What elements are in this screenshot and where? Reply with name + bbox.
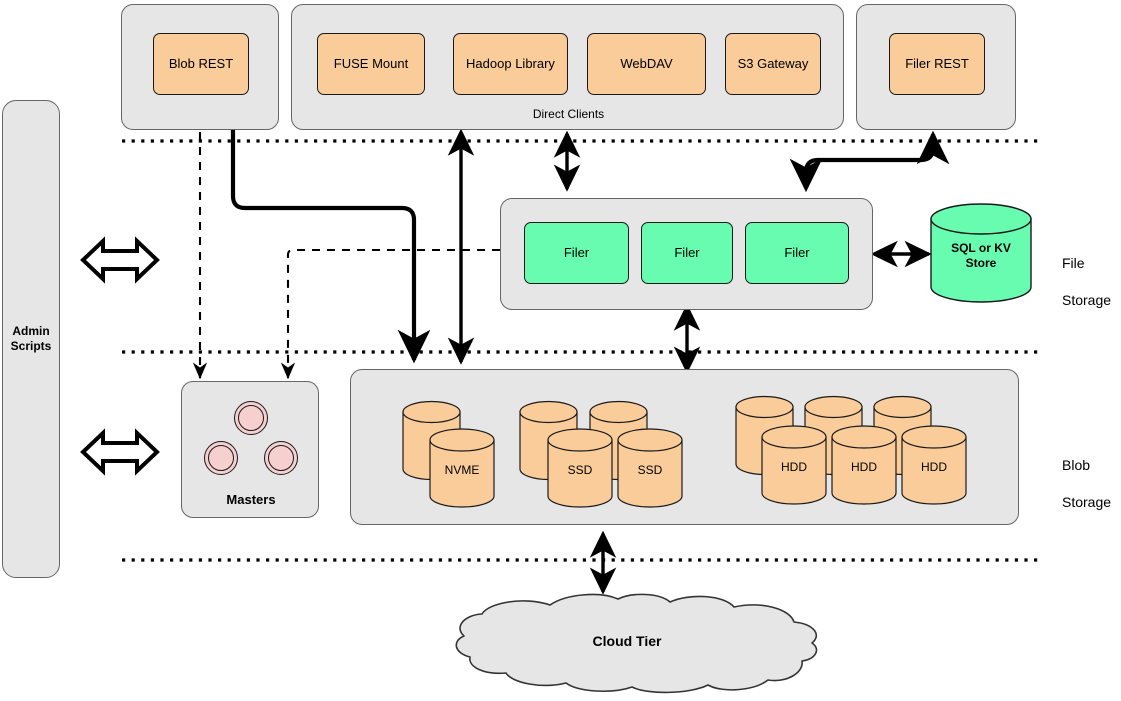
blob-rest-group: Blob REST [121,4,279,130]
admin-scripts-label: Admin Scripts [11,324,52,354]
disk-hdd-front-2[interactable]: HDD [831,425,897,505]
node-filer-2[interactable]: Filer [641,222,733,284]
node-filer-rest[interactable]: Filer REST [889,33,985,95]
node-fuse-mount-label: FUSE Mount [333,55,409,71]
node-s3-gateway-label: S3 Gateway [737,55,809,71]
direct-clients-group: FUSE Mount Hadoop Library WebDAV S3 Gate… [291,4,844,130]
node-filer-2-label: Filer [674,244,700,260]
node-hadoop-library[interactable]: Hadoop Library [453,33,568,95]
node-webdav[interactable]: WebDAV [587,33,706,95]
tier-label-file-storage-line2: Storage [1062,291,1112,308]
disk-hdd-front-3[interactable]: HDD [901,425,967,505]
filer-group: Filer Filer Filer [500,198,873,310]
node-s3-gateway[interactable]: S3 Gateway [725,33,821,95]
node-fuse-mount[interactable]: FUSE Mount [317,33,425,95]
admin-scripts-label-line2: Scripts [10,339,52,353]
node-blob-rest-label: Blob REST [168,55,234,71]
admin-to-file-storage-arrow [80,236,160,284]
disk-nvme-front[interactable]: NVME [429,428,495,508]
tier-label-file-storage-line1: File [1062,255,1085,272]
direct-clients-caption: Direct Clients [532,107,605,121]
admin-scripts-panel[interactable]: Admin Scripts [2,100,60,578]
node-filer-rest-label: Filer REST [905,55,969,71]
node-hadoop-library-label: Hadoop Library [466,55,555,71]
admin-scripts-label-line1: Admin [12,324,50,338]
masters-label: Masters [226,492,276,507]
node-blob-rest[interactable]: Blob REST [153,33,249,95]
node-filer-3[interactable]: Filer [745,222,849,284]
disk-ssd-front-2[interactable]: SSD [617,428,683,508]
node-webdav-label: WebDAV [620,55,673,71]
volume-servers-group: NVME SSD SSD [350,369,1019,525]
masters-group: Masters [181,381,319,518]
filer-rest-group: Filer REST [856,4,1016,130]
node-filer-1[interactable]: Filer [524,222,629,284]
tier-label-blob-storage-line1: Blob [1062,457,1091,474]
admin-to-blob-storage-arrow [80,428,160,476]
tier-label-blob-storage-line2: Storage [1062,493,1112,510]
tier-label-blob-storage: Blob Storage [1062,438,1111,529]
node-filer-3-label: Filer [784,244,810,260]
cloud-tier-label: Cloud Tier [592,633,662,649]
sql-or-kv-store-cylinder[interactable]: SQL or KV Store [930,203,1032,303]
disk-hdd-front-1[interactable]: HDD [761,425,827,505]
disk-ssd-front-1[interactable]: SSD [547,428,613,508]
tier-label-file-storage: File Storage [1062,236,1111,327]
node-filer-1-label: Filer [563,244,590,260]
master-node-1[interactable] [234,401,268,435]
cloud-tier-shape[interactable]: Cloud Tier [432,591,822,695]
master-node-2[interactable] [204,441,238,475]
master-node-3[interactable] [264,441,298,475]
